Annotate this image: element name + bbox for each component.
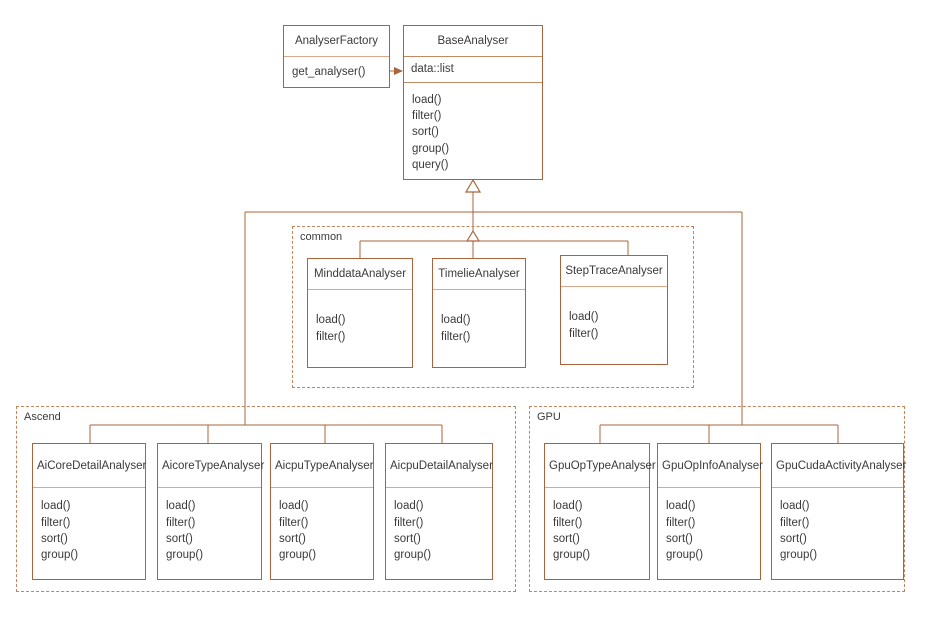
class-aicore-type-analyser-operations: load() filter() sort() group()	[158, 488, 261, 579]
operation-item: query()	[412, 159, 449, 172]
operation-item: filter()	[666, 516, 696, 529]
operation-item: load()	[412, 93, 442, 106]
class-gpu-cuda-activity-analyser[interactable]: GpuCudaActivityAnalyser load() filter() …	[771, 443, 906, 580]
class-aicpu-detail-analyser-name: AicpuDetailAnalyser	[386, 444, 493, 489]
operation-item: sort()	[166, 532, 193, 545]
attribute-item: data::list	[411, 63, 454, 76]
operation-item: get_analyser()	[292, 66, 366, 79]
class-minddata-analyser[interactable]: MinddataAnalyser load() filter()	[307, 258, 413, 368]
class-gpu-op-info-analyser[interactable]: GpuOpInfoAnalyser load() filter() sort()…	[657, 443, 763, 580]
class-base-analyser[interactable]: BaseAnalyser data::list load() filter() …	[403, 25, 543, 180]
class-gpu-cuda-activity-analyser-name: GpuCudaActivityAnalyser	[772, 444, 906, 489]
operation-item: filter()	[780, 516, 810, 529]
package-common	[292, 226, 694, 388]
operation-item: group()	[279, 549, 317, 562]
operation-item: filter()	[412, 110, 442, 123]
class-analyser-factory-operations: get_analyser()	[284, 57, 389, 87]
operation-item: load()	[166, 500, 196, 513]
class-aicpu-type-analyser-name: AicpuTypeAnalyser	[271, 444, 373, 489]
operation-item: sort()	[412, 126, 439, 139]
class-minddata-analyser-operations: load() filter()	[308, 290, 412, 367]
operation-item: filter()	[441, 330, 471, 343]
class-gpu-op-type-analyser-name: GpuOpTypeAnalyser	[545, 444, 656, 489]
operation-item: load()	[553, 500, 583, 513]
operation-item: load()	[441, 314, 471, 327]
operation-item: load()	[569, 311, 599, 324]
package-gpu-label: GPU	[535, 411, 564, 424]
class-timelie-analyser-operations: load() filter()	[433, 290, 525, 367]
operation-item: group()	[666, 549, 704, 562]
class-base-analyser-attributes: data::list	[404, 57, 542, 83]
class-aicpu-type-analyser[interactable]: AicpuTypeAnalyser load() filter() sort()…	[270, 443, 374, 580]
operation-item: sort()	[553, 532, 580, 545]
class-steptrace-analyser-operations: load() filter()	[561, 287, 667, 364]
generalization-triangle-base	[464, 178, 482, 193]
operation-item: filter()	[41, 516, 71, 529]
operation-item: sort()	[279, 532, 306, 545]
class-gpu-op-type-analyser[interactable]: GpuOpTypeAnalyser load() filter() sort()…	[544, 443, 656, 580]
operation-item: group()	[394, 549, 432, 562]
operation-item: sort()	[394, 532, 421, 545]
class-aicpu-detail-analyser-operations: load() filter() sort() group()	[386, 488, 492, 579]
operation-item: filter()	[316, 330, 346, 343]
class-steptrace-analyser-name: StepTraceAnalyser	[561, 256, 667, 288]
operation-item: sort()	[41, 532, 68, 545]
operation-item: filter()	[279, 516, 309, 529]
operation-item: filter()	[394, 516, 424, 529]
class-timelie-analyser-name: TimelieAnalyser	[433, 259, 525, 291]
operation-item: sort()	[666, 532, 693, 545]
class-aicore-detail-analyser-operations: load() filter() sort() group()	[33, 488, 145, 579]
package-common-label: common	[298, 231, 346, 244]
operation-item: load()	[41, 500, 71, 513]
package-ascend-label: Ascend	[22, 411, 64, 424]
class-timelie-analyser[interactable]: TimelieAnalyser load() filter()	[432, 258, 526, 368]
operation-item: load()	[279, 500, 309, 513]
operation-item: load()	[666, 500, 696, 513]
class-minddata-analyser-name: MinddataAnalyser	[308, 259, 412, 291]
package-ascend	[16, 406, 516, 592]
class-base-analyser-name: BaseAnalyser	[404, 26, 542, 58]
class-aicore-detail-analyser-name: AiCoreDetailAnalyser	[33, 444, 146, 489]
arrowhead-association	[394, 67, 403, 75]
package-gpu	[529, 406, 905, 592]
operation-item: load()	[780, 500, 810, 513]
operation-item: filter()	[166, 516, 196, 529]
operation-item: group()	[780, 549, 818, 562]
operation-item: group()	[166, 549, 204, 562]
class-gpu-cuda-activity-analyser-operations: load() filter() sort() group()	[772, 488, 903, 579]
operation-item: load()	[316, 314, 346, 327]
class-analyser-factory-name: AnalyserFactory	[284, 26, 389, 58]
operation-item: filter()	[553, 516, 583, 529]
class-aicore-detail-analyser[interactable]: AiCoreDetailAnalyser load() filter() sor…	[32, 443, 146, 580]
class-steptrace-analyser[interactable]: StepTraceAnalyser load() filter()	[560, 255, 668, 365]
operation-item: sort()	[780, 532, 807, 545]
class-base-analyser-operations: load() filter() sort() group() query()	[404, 83, 542, 179]
operation-item: group()	[41, 549, 79, 562]
class-aicpu-type-analyser-operations: load() filter() sort() group()	[271, 488, 373, 579]
operation-item: group()	[412, 142, 450, 155]
operation-item: group()	[553, 549, 591, 562]
class-gpu-op-type-analyser-operations: load() filter() sort() group()	[545, 488, 649, 579]
class-gpu-op-info-analyser-operations: load() filter() sort() group()	[658, 488, 760, 579]
class-analyser-factory[interactable]: AnalyserFactory get_analyser()	[283, 25, 390, 88]
class-aicore-type-analyser-name: AicoreTypeAnalyser	[158, 444, 264, 489]
class-aicore-type-analyser[interactable]: AicoreTypeAnalyser load() filter() sort(…	[157, 443, 264, 580]
operation-item: load()	[394, 500, 424, 513]
class-gpu-op-info-analyser-name: GpuOpInfoAnalyser	[658, 444, 763, 489]
operation-item: filter()	[569, 327, 599, 340]
class-aicpu-detail-analyser[interactable]: AicpuDetailAnalyser load() filter() sort…	[385, 443, 493, 580]
